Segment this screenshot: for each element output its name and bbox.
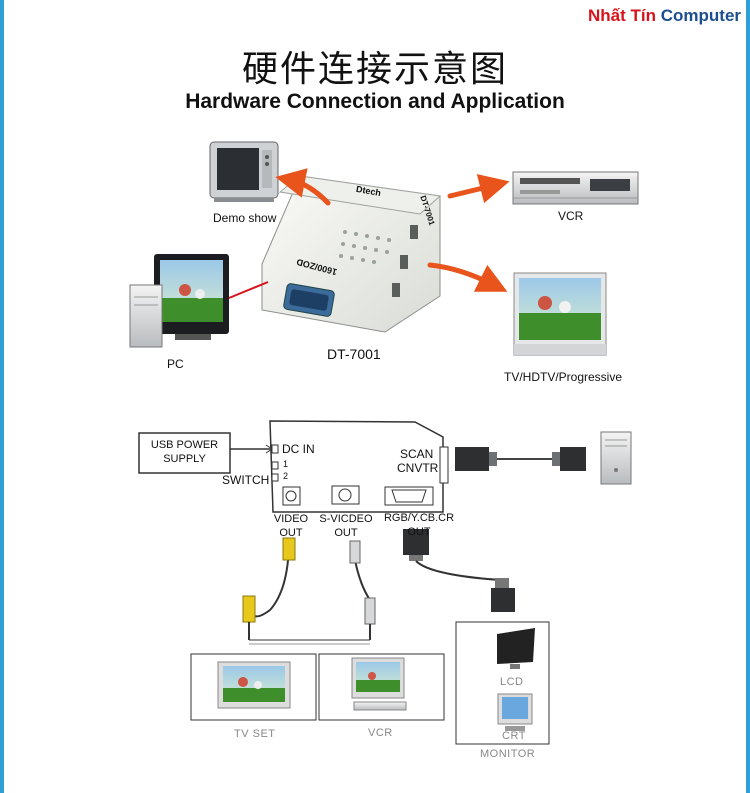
svideo-cable <box>349 540 376 640</box>
label-switch-1: 1 <box>283 459 289 469</box>
title-chinese: 硬件连接示意图 <box>241 49 508 90</box>
label-cnvtr: CNVTR <box>397 461 439 475</box>
label-dc-in: DC IN <box>282 442 315 456</box>
rgb-cable <box>403 529 515 612</box>
pc-tower-icon <box>600 431 632 485</box>
label-rgb-out: RGB/Y.CB.CR OUT <box>378 511 460 539</box>
svideo-out-line2: OUT <box>334 527 358 539</box>
tv-set-icon <box>217 661 291 709</box>
label-tv-hdtv: TV/HDTV/Progressive <box>504 370 623 384</box>
label-vcr: VCR <box>558 209 584 223</box>
lcd-icon <box>497 628 535 669</box>
brand-logo: Nhất Tín Computer <box>588 6 741 26</box>
usb-power-box <box>138 432 231 474</box>
converter-box-icon <box>261 175 442 333</box>
vcr-screen-icon <box>351 657 407 711</box>
label-pc: PC <box>167 357 184 371</box>
label-lcd: LCD <box>500 676 524 688</box>
label-demo-show: Demo show <box>213 211 277 225</box>
label-tv-set: TV SET <box>234 728 276 740</box>
label-switch: SWITCH <box>222 473 270 487</box>
rgb-out-line2: OUT <box>407 526 431 538</box>
label-monitor: MONITOR <box>480 748 536 760</box>
usb-power-line2: SUPPLY <box>163 453 206 465</box>
scan-cable <box>455 447 586 471</box>
usb-power-line1: USB POWER <box>150 439 219 451</box>
composite-cable <box>242 537 296 640</box>
pc-icon <box>129 254 229 348</box>
demo-tv-icon <box>209 141 279 202</box>
rgb-out-line1: RGB/Y.CB.CR <box>383 512 455 524</box>
brand-suffix: Computer <box>660 6 742 25</box>
svideo-out-line1: S-VICDEO <box>319 513 373 525</box>
label-svideo-out: S-VICDEO OUT <box>316 512 376 540</box>
usb-power-label: USB POWER SUPPLY <box>139 438 230 466</box>
video-out-line1: VIDEO <box>273 513 309 525</box>
title-english: Hardware Connection and Application <box>185 90 565 113</box>
label-crt: CRT <box>502 730 526 742</box>
video-out-line2: OUT <box>279 527 303 539</box>
label-scan: SCAN <box>400 447 434 461</box>
connection-arrows <box>275 168 510 292</box>
label-video-out: VIDEO OUT <box>266 512 316 540</box>
pc-red-cable <box>228 281 269 299</box>
crt-icon <box>497 693 533 731</box>
brand-name: Nhất Tín <box>588 6 656 25</box>
vcr-device-icon <box>512 171 639 205</box>
label-vcr-bottom: VCR <box>368 727 393 739</box>
label-device-model: DT-7001 <box>327 346 381 362</box>
label-switch-2: 2 <box>283 471 289 481</box>
hdtv-icon <box>513 272 607 356</box>
